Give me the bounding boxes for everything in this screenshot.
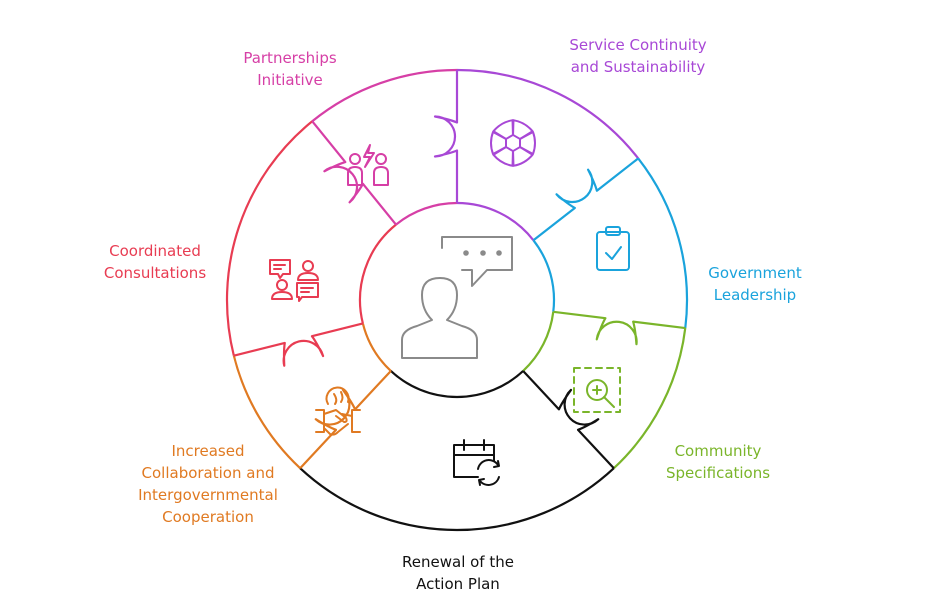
puzzle-divider-consultations: [233, 322, 364, 367]
puzzle-divider-collaboration: [299, 370, 392, 469]
inner-arc-partnerships: [395, 201, 458, 226]
handshake-globe-icon: [315, 386, 361, 436]
inner-arc-consultations: [358, 223, 397, 324]
calendar-refresh-icon: [453, 439, 500, 486]
puzzle-divider-partnerships: [311, 120, 397, 226]
puzzle-divider-community: [553, 310, 686, 346]
outer-arc-government: [637, 157, 689, 329]
outer-arc-renewal: [299, 467, 615, 532]
puzzle-divider-government: [532, 157, 639, 242]
outer-arc-partnerships: [311, 68, 458, 123]
puzzle-divider-renewal: [522, 370, 615, 469]
puzzle-divider-service: [433, 70, 459, 203]
inner-arc-community: [522, 311, 555, 372]
outer-arc-collaboration: [232, 355, 301, 470]
inner-arc-renewal: [390, 370, 524, 399]
outer-arc-community: [613, 327, 687, 470]
outer-arc-consultations: [225, 120, 313, 356]
people-chat-icon: [269, 259, 319, 302]
clipboard-check-icon: [596, 226, 630, 271]
segmented-ring-icon: [490, 119, 536, 167]
inner-arc-service: [456, 201, 535, 241]
inner-arc-collaboration: [361, 323, 392, 372]
person-speech-bubble-icon: [401, 236, 513, 359]
people-lightning-icon: [347, 144, 389, 186]
inner-arc-government: [532, 239, 556, 312]
dashed-zoom-icon: [573, 367, 621, 413]
outer-arc-service: [456, 68, 640, 160]
